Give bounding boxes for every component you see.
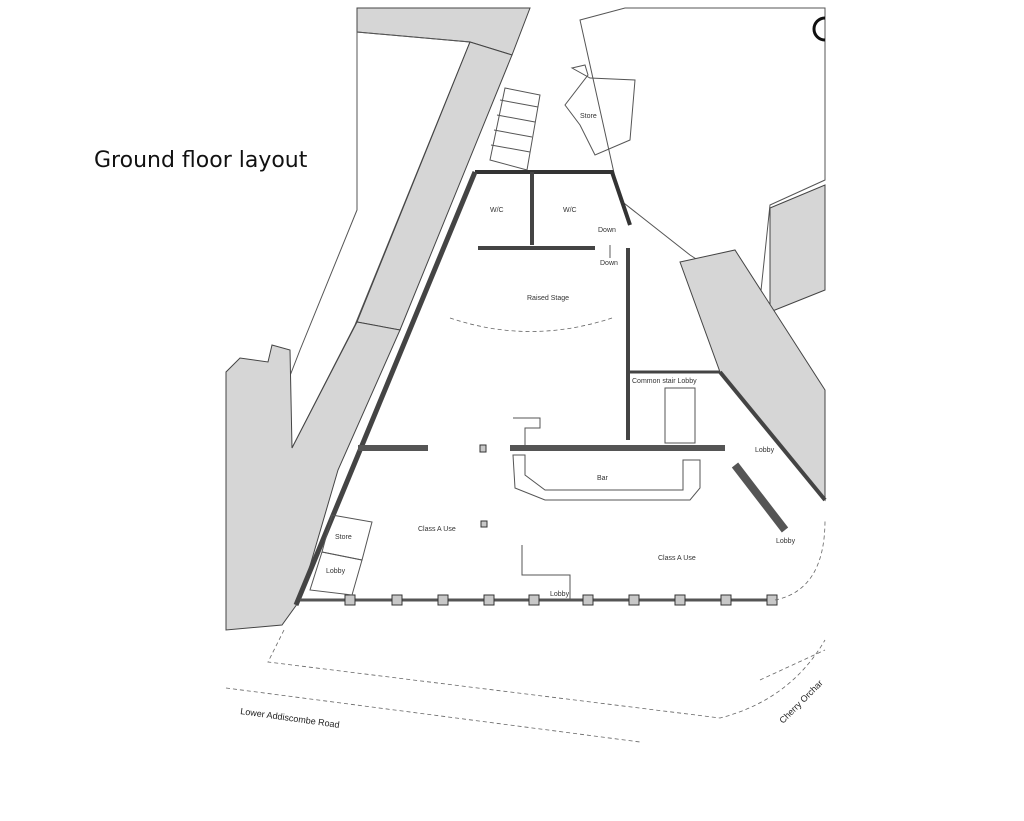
neighbour-building-right-outline: [579, 7, 826, 301]
room-label-class-a-right: Class A Use: [658, 555, 696, 562]
bar-back: [513, 417, 541, 445]
neighbour-building-right-upper: [769, 184, 826, 313]
room-label-common-stair-lobby: Common stair Lobby: [632, 378, 697, 385]
label-down-lower: Down: [600, 260, 618, 267]
store-top-outline: [564, 64, 636, 156]
lobby-bottom-outline: [521, 545, 571, 600]
pavement-edge: [267, 629, 826, 719]
room-label-raised-stage: Raised Stage: [527, 295, 569, 302]
room-label-store-left: Store: [335, 534, 352, 541]
room-label-class-a-left: Class A Use: [418, 526, 456, 533]
room-label-wc-right: W/C: [563, 207, 577, 214]
stage-edge: [449, 317, 613, 332]
bar-counter: [512, 454, 701, 501]
neighbour-building-right-lower: [679, 249, 826, 502]
road-label-cherry-orchard: Cherry Orchar: [777, 678, 824, 725]
neighbour-building-left-lower: [225, 321, 401, 631]
label-down-upper: Down: [598, 227, 616, 234]
facade-columns: [344, 444, 778, 606]
room-label-lobby-left: Lobby: [326, 568, 346, 575]
neighbour-building-top: [356, 7, 531, 56]
plan-title: Ground floor layout: [94, 148, 308, 173]
corner-curve: [774, 519, 826, 601]
road-label-lower-addiscombe: Lower Addiscombe Road: [240, 706, 340, 730]
north-arrow-icon: [812, 16, 826, 42]
room-label-lobby-right: Lobby: [755, 447, 775, 454]
road-kerb-right: [759, 649, 826, 681]
room-label-store-top: Store: [580, 113, 597, 120]
room-label-lobby-corner: Lobby: [776, 538, 796, 545]
room-label-wc-left: W/C: [490, 207, 504, 214]
lobby-left-outline: [309, 551, 363, 596]
external-stairs: [489, 87, 541, 171]
room-label-lobby-bottom: Lobby: [550, 591, 570, 598]
neighbour-building-strip: [356, 41, 513, 331]
common-stair: [664, 387, 696, 444]
room-label-bar: Bar: [597, 475, 609, 482]
